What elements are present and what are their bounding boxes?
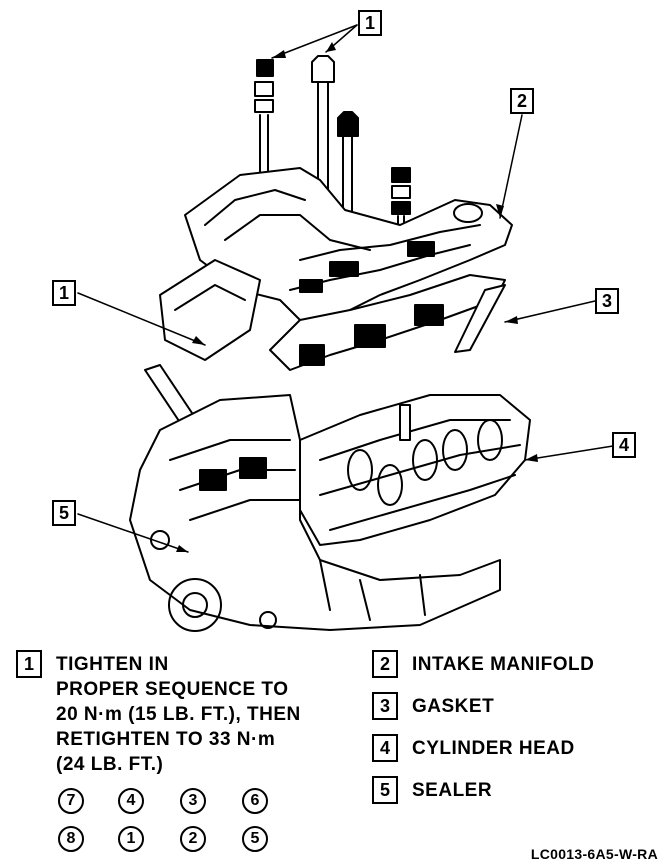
- legend-box-3: 3: [372, 692, 398, 720]
- sequence-number: 8: [58, 826, 84, 852]
- callout-4: 4: [612, 432, 636, 458]
- legend-text-4: CYLINDER HEAD: [412, 738, 575, 759]
- sequence-number: 4: [118, 788, 144, 814]
- callout-2: 2: [510, 88, 534, 114]
- engine-block: [129, 394, 501, 632]
- callout-5: 5: [52, 500, 76, 526]
- sequence-number: 3: [180, 788, 206, 814]
- intake-manifold: [159, 167, 513, 361]
- callout-3: 3: [595, 288, 619, 314]
- legend-line: TIGHTEN IN: [56, 654, 169, 675]
- bolt-right-center: [337, 111, 359, 251]
- legend-box-5: 5: [372, 776, 398, 804]
- legend-box-1: 1: [16, 650, 42, 678]
- legend-line: RETIGHTEN TO 33 N·m: [56, 729, 276, 750]
- legend-line: (24 LB. FT.): [56, 754, 164, 775]
- legend-line: 20 N·m (15 LB. FT.), THEN: [56, 704, 301, 725]
- legend-text-5: SEALER: [412, 780, 493, 801]
- figure-code: LC0013-6A5-W-RA: [530, 846, 658, 862]
- callout-1-top: 1: [358, 10, 382, 36]
- sequence-number: 6: [242, 788, 268, 814]
- sequence-number: 2: [180, 826, 206, 852]
- sequence-number: 5: [242, 826, 268, 852]
- sequence-number: 1: [118, 826, 144, 852]
- legend-box-2: 2: [372, 650, 398, 678]
- legend-text-3: GASKET: [412, 696, 495, 717]
- cylinder-head: [299, 394, 531, 546]
- arrowheads: [176, 42, 538, 552]
- callout-1-left: 1: [52, 280, 76, 306]
- sequence-number: 7: [58, 788, 84, 814]
- legend-line: PROPER SEQUENCE TO: [56, 679, 289, 700]
- legend-text-1: TIGHTEN IN PROPER SEQUENCE TO 20 N·m (15…: [56, 652, 301, 777]
- legend-box-4: 4: [372, 734, 398, 762]
- legend-text-2: INTAKE MANIFOLD: [412, 654, 595, 675]
- engine-exploded-diagram: [77, 24, 614, 632]
